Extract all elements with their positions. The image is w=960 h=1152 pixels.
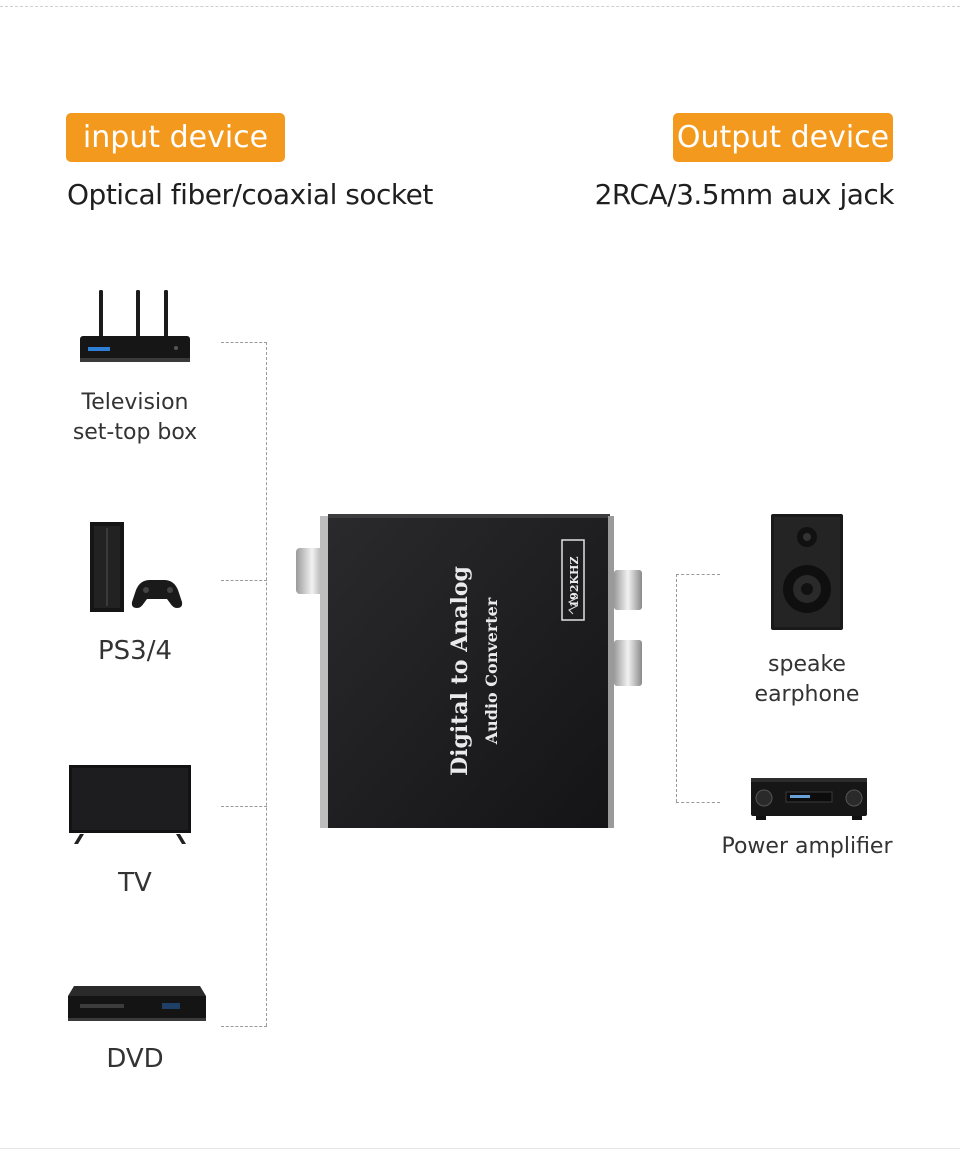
input-label-tv-text: TV	[118, 868, 152, 898]
input-label-dvd-text: DVD	[106, 1044, 164, 1074]
output-label-amplifier: Power amplifier	[712, 832, 902, 862]
input-device-badge: input device	[66, 113, 285, 162]
speaker-icon	[771, 514, 843, 630]
converter-badge: 192KHZ	[568, 557, 581, 608]
input-connector-dvd	[221, 1026, 267, 1027]
output-label-speaker-line2: earphone	[754, 682, 860, 707]
bottom-divider	[0, 1148, 960, 1149]
output-label-amplifier-text: Power amplifier	[721, 834, 893, 859]
converter-title: Digital to Analog	[447, 566, 473, 776]
input-connector-tv	[221, 806, 267, 807]
input-label-settop-line2: set-top box	[72, 420, 198, 445]
input-description: Optical fiber/coaxial socket	[67, 178, 433, 211]
output-connector-speaker	[676, 574, 720, 575]
output-device-badge: Output device	[673, 113, 893, 162]
input-connector-settop	[221, 342, 267, 343]
input-label-tv: TV	[55, 868, 215, 898]
dvd-player-icon	[68, 986, 206, 1021]
output-connector-vertical	[676, 574, 677, 802]
input-label-settop: Television set-top box	[55, 388, 215, 448]
output-label-speaker-line1: speake	[768, 652, 846, 677]
input-label-ps-text: PS3/4	[97, 636, 173, 666]
set-top-box-icon	[80, 290, 190, 362]
output-connector-amplifier	[676, 802, 720, 803]
game-console-icon	[90, 522, 183, 612]
converter-subtitle: Audio Converter	[482, 597, 501, 745]
top-divider	[0, 6, 960, 7]
output-label-speaker: speake earphone	[727, 650, 887, 710]
output-device-badge-label: Output device	[676, 120, 890, 155]
output-description: 2RCA/3.5mm aux jack	[594, 178, 895, 211]
input-connector-ps	[221, 580, 267, 581]
input-label-ps: PS3/4	[55, 636, 215, 666]
input-device-badge-label: input device	[82, 120, 269, 155]
input-label-dvd: DVD	[55, 1044, 215, 1074]
converter-device: 192KHZ Digital to Analog Audio Converter	[296, 514, 642, 828]
input-connector-vertical	[266, 342, 267, 1026]
tv-icon	[69, 765, 191, 844]
input-label-settop-line1: Television	[81, 390, 189, 415]
power-amplifier-icon	[751, 778, 867, 820]
